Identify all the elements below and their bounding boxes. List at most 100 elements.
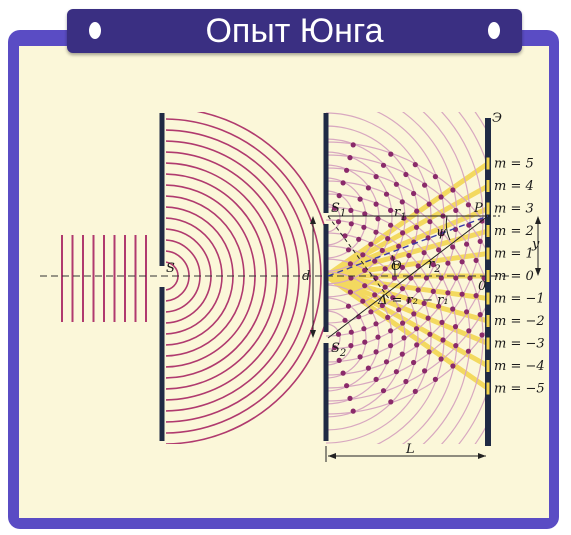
crossing-dot: [336, 193, 342, 199]
crossing-dot: [450, 363, 456, 369]
crossing-dot: [465, 348, 471, 354]
crossing-dot: [332, 345, 338, 351]
crossing-dot: [438, 194, 444, 200]
crossing-dot: [373, 349, 379, 355]
psi-label: ψ: [436, 225, 447, 240]
origin-label: 0: [478, 279, 486, 294]
title-banner: Опыт Юнга: [67, 9, 522, 53]
crossing-dot: [430, 288, 436, 294]
crossing-dot: [408, 275, 414, 281]
perpendicular-dashed: [327, 215, 391, 301]
crossing-dot: [388, 151, 394, 157]
crossing-dot: [422, 182, 428, 188]
crossing-dot: [396, 243, 402, 249]
crossing-dot: [347, 155, 353, 161]
banner-right-dot: [488, 22, 500, 39]
bright-beam: [326, 228, 488, 279]
crossing-dot: [401, 335, 407, 341]
crossing-dot: [399, 286, 405, 292]
crossing-dot: [421, 300, 427, 306]
ray-r2: [327, 215, 489, 339]
crossing-dot: [388, 222, 394, 228]
crossing-dot: [411, 359, 417, 366]
crossing-dot: [361, 224, 367, 230]
crossing-dot: [357, 354, 363, 360]
theta-label: Θ: [391, 259, 402, 274]
crossing-dot: [464, 241, 470, 247]
crossing-dot: [464, 309, 470, 315]
crossing-dot: [426, 201, 432, 207]
wave-crossing-dots: [332, 142, 487, 414]
bright-beam: [326, 273, 488, 391]
crossing-dot: [452, 324, 459, 330]
crossing-dot: [403, 378, 409, 385]
order-labels: m = 5m = 4m = 3m = 2m = 1m = 0m = −1m = …: [494, 157, 545, 397]
crossing-dot: [345, 247, 352, 253]
crossing-dot: [415, 287, 421, 293]
r1-label: r1: [394, 205, 407, 223]
crossing-dot: [414, 342, 420, 348]
crossing-dot: [342, 233, 348, 239]
crossing-dot: [362, 339, 368, 345]
crossing-dot: [373, 321, 379, 327]
crossing-dot: [382, 266, 388, 272]
crossing-dot: [348, 343, 354, 349]
path-difference-label: Δ = r₂ − r₁: [377, 293, 449, 308]
crossing-dot: [421, 250, 427, 256]
crossing-dot: [450, 187, 456, 193]
crossing-dot: [340, 180, 346, 186]
crossing-dot: [348, 275, 354, 281]
crossing-dot: [453, 207, 459, 213]
crossing-dot: [399, 199, 405, 205]
wavefront-arc: [326, 193, 471, 444]
crossing-dot: [390, 295, 396, 301]
crossing-dot: [357, 196, 363, 202]
center-to-p-dashed: [327, 215, 489, 277]
slit2-label: S2: [331, 341, 346, 359]
crossing-dot: [400, 230, 406, 236]
wavefront-arc: [326, 151, 393, 285]
d-label: d: [302, 269, 310, 284]
wavefront-arc: [326, 245, 419, 431]
wavefront-arc: [326, 112, 458, 350]
crossing-dot: [427, 331, 433, 337]
order-label: m = 1: [494, 247, 534, 262]
crossing-dot: [412, 162, 418, 168]
crossing-dot: [335, 331, 342, 337]
order-label: m = −2: [494, 314, 545, 329]
crossing-dot: [426, 349, 432, 355]
crossing-dot: [372, 258, 378, 264]
crossing-dot: [332, 205, 338, 211]
wavefront-arc: [326, 177, 367, 259]
crossing-dot: [393, 369, 399, 375]
crossing-dot: [445, 260, 451, 266]
bright-beam: [326, 206, 488, 279]
page-title: Опыт Юнга: [205, 12, 384, 50]
crossing-dot: [440, 337, 446, 343]
crossing-dot: [347, 289, 353, 295]
crossing-dot: [425, 315, 431, 321]
diagram-panel: [19, 46, 549, 518]
order-label: m = −5: [494, 382, 545, 397]
crossing-dot: [479, 332, 485, 338]
crossing-dot: [385, 236, 391, 242]
screen-label: Э: [492, 111, 502, 126]
crossing-dot: [422, 368, 428, 374]
crossing-dot: [477, 238, 483, 244]
crossing-dot: [348, 329, 354, 335]
crossing-dot: [413, 326, 420, 332]
crossing-dot: [382, 284, 388, 290]
crossing-dot: [411, 311, 417, 317]
wavefront-arc: [326, 112, 471, 363]
crossing-dot: [466, 222, 472, 228]
order-label: m = 2: [494, 224, 534, 239]
crossing-dot: [342, 317, 348, 323]
crossing-dot: [391, 275, 397, 281]
wavefront-arc: [326, 125, 419, 311]
crossing-dot: [365, 365, 371, 371]
L-label: L: [405, 442, 415, 457]
bright-beam: [326, 273, 488, 324]
crossing-dot: [473, 293, 479, 299]
source-label: S: [166, 261, 175, 276]
crossing-dot: [438, 356, 444, 362]
